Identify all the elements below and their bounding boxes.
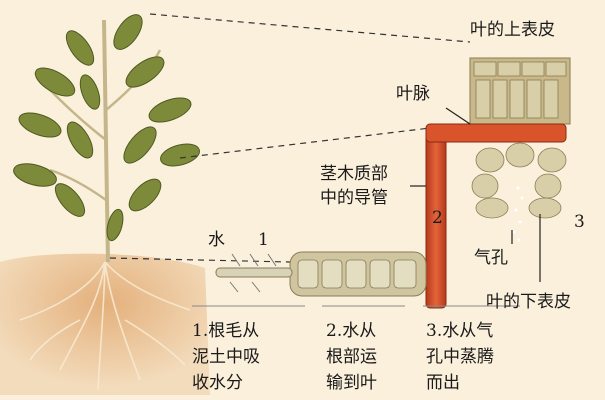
step-2-line-3: 输到叶 <box>326 373 377 393</box>
stem <box>102 19 110 263</box>
step-3: 3.水从气 孔中蒸腾 而出 <box>426 318 494 396</box>
stem-xylem-label-line2: 中的导管 <box>320 188 388 208</box>
leaves <box>13 14 200 242</box>
step-1-line-1: 1.根毛从 <box>192 321 260 341</box>
step-1-line-3: 收水分 <box>192 373 243 393</box>
root-segment <box>215 251 427 297</box>
marker-1: 1 <box>258 230 269 250</box>
marker-3: 3 <box>574 212 585 232</box>
step-1-line-2: 泥土中吸 <box>192 347 260 367</box>
xylem-vessel <box>425 123 567 309</box>
step-1: 1.根毛从 泥土中吸 收水分 <box>192 318 260 396</box>
pointer-lines <box>410 107 541 282</box>
roots <box>19 261 191 391</box>
step-2-line-1: 2.水从 <box>326 321 377 341</box>
stem-xylem-label-line1: 茎木质部 <box>320 164 388 184</box>
step-2: 2.水从 根部运 输到叶 <box>326 318 377 396</box>
leaf-cross-section <box>469 57 571 242</box>
upper-epidermis-label: 叶的上表皮 <box>470 20 555 40</box>
water-dashes <box>229 253 277 293</box>
stomata-label: 气孔 <box>474 248 508 268</box>
step-3-line-2: 孔中蒸腾 <box>426 347 494 367</box>
water-label: 水 <box>208 230 225 250</box>
vein-label: 叶脉 <box>396 84 430 104</box>
soil <box>0 253 210 395</box>
connector-lines <box>109 13 471 263</box>
step-3-line-1: 3.水从气 <box>426 321 494 341</box>
step-2-line-2: 根部运 <box>326 347 377 367</box>
marker-2: 2 <box>432 208 443 228</box>
step-3-line-3: 而出 <box>426 373 460 393</box>
lower-epidermis-label: 叶的下表皮 <box>486 292 571 312</box>
